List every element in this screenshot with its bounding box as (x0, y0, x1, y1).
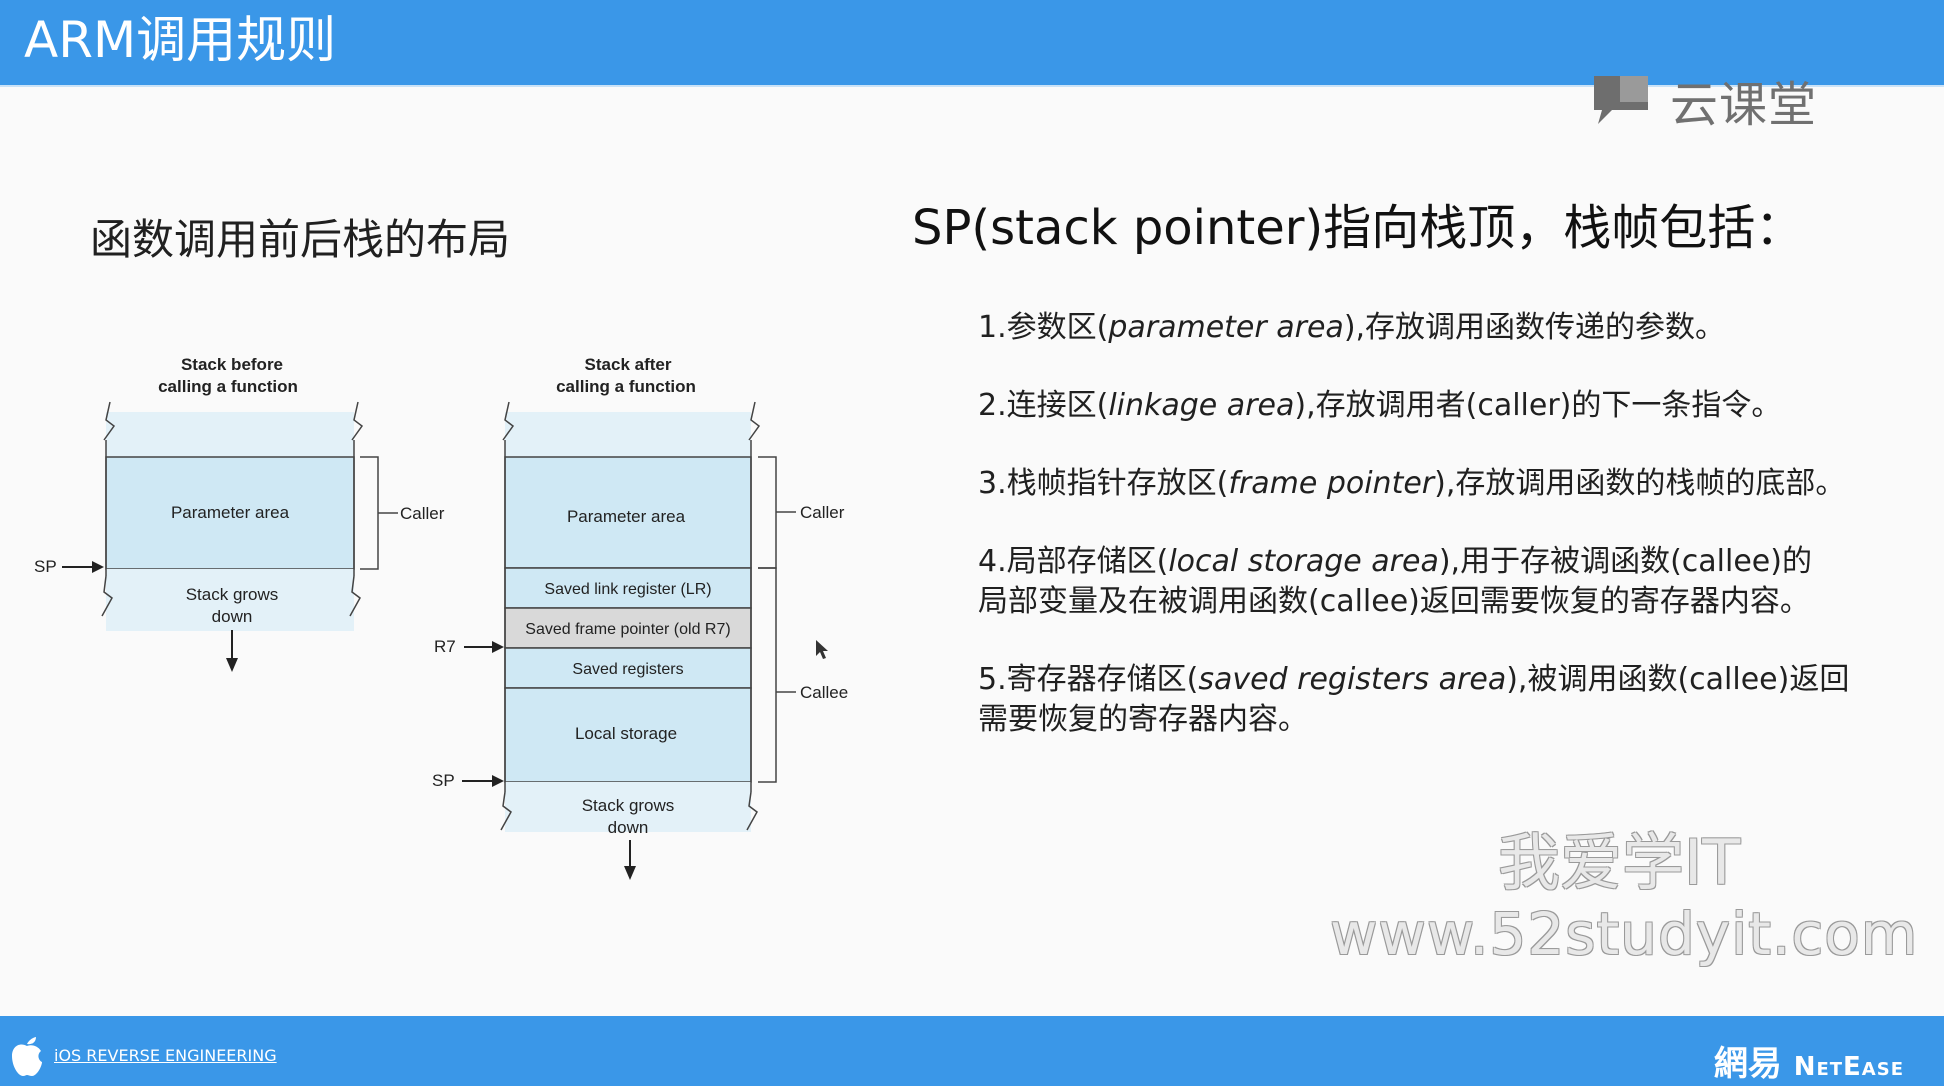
item-desc: ),被调用函数(callee)返回 (1506, 662, 1850, 697)
before-caller-bracket (360, 456, 379, 570)
item-prefix: 1.参数区( (978, 310, 1109, 345)
stack-frame-list: 1.参数区(parameter area),存放调用函数传递的参数。 2.连接区… (978, 308, 1898, 778)
mouse-cursor-icon (816, 640, 828, 659)
watermark-url: www.52studyit.com (1330, 900, 1919, 968)
watermark-text: 我爱学IT (1498, 826, 1741, 899)
after-r7-label: R7 (434, 637, 456, 656)
item-term: linkage area (1108, 388, 1295, 423)
after-lr-label: Saved link register (LR) (544, 581, 711, 598)
header-bar: ARM调用规则 (0, 0, 1944, 87)
chat-bubble-icon (1594, 76, 1648, 124)
item-term: frame pointer (1228, 466, 1435, 501)
before-down-arrowhead (226, 658, 238, 672)
after-grows-2: down (608, 818, 649, 837)
after-sp-arrowhead (492, 775, 504, 787)
after-caller-bracket (758, 456, 777, 569)
after-callee-label: Callee (800, 683, 848, 702)
footer-bar: iOS REVERSE ENGINEERING 網易 NetEase (0, 1016, 1944, 1086)
after-heading-1: Stack after (585, 355, 672, 374)
item-desc-line2: 需要恢复的寄存器内容。 (978, 702, 1308, 737)
before-stack-bottom (106, 569, 354, 631)
before-break-right-bottom (349, 575, 361, 617)
before-parameter-label: Parameter area (171, 503, 290, 522)
before-break-right-top (351, 401, 364, 441)
apple-logo-icon (12, 1037, 42, 1076)
after-sp-label: SP (432, 771, 455, 790)
after-break-left-bottom (500, 791, 512, 831)
page-title: ARM调用规则 (24, 11, 337, 69)
item-prefix: 2.连接区( (978, 388, 1109, 423)
before-sp-arrowhead (92, 561, 104, 573)
item-prefix: 5.寄存器存储区( (978, 662, 1199, 697)
after-caller-label: Caller (800, 503, 845, 522)
before-break-left-top (103, 401, 116, 441)
after-parameter-label: Parameter area (567, 507, 686, 526)
item-term: saved registers area (1198, 662, 1507, 697)
after-local-storage (504, 687, 752, 783)
after-heading-2: calling a function (556, 377, 696, 396)
list-item: 3.栈帧指针存放区(frame pointer),存放调用函数的栈帧的底部。 (978, 464, 1898, 504)
stack-frame-heading: SP(stack pointer)指向栈顶，栈帧包括： (912, 200, 1804, 256)
list-item: 1.参数区(parameter area),存放调用函数传递的参数。 (978, 308, 1898, 348)
after-down-arrowhead (624, 866, 636, 880)
footer-course-label: iOS REVERSE ENGINEERING (54, 1046, 277, 1065)
after-callee-bracket (758, 567, 777, 783)
after-grows-1: Stack grows (582, 796, 675, 815)
after-fp-label: Saved frame pointer (old R7) (525, 621, 730, 638)
item-desc-line2: 局部变量及在被调用函数(callee)返回需要恢复的寄存器内容。 (978, 584, 1810, 619)
after-stack-top (505, 412, 751, 457)
after-parameter-area (504, 456, 752, 569)
netease-cn: 網易 (1713, 1044, 1782, 1084)
stack-diagram: Stack before calling a function Paramete… (34, 355, 848, 880)
after-break-left-top (502, 401, 515, 441)
item-term: local storage area (1168, 544, 1439, 579)
list-item: 4.局部存储区(local storage area),用于存被调函数(call… (978, 542, 1898, 622)
after-stack-bottom (505, 782, 751, 832)
netease-en: NetEase (1793, 1052, 1904, 1082)
item-desc: ),用于存被调函数(callee)的 (1438, 544, 1812, 579)
before-caller-label: Caller (400, 504, 445, 523)
item-desc: ),存放调用函数传递的参数。 (1343, 310, 1726, 345)
before-stack-top (106, 412, 354, 457)
item-desc: ),存放调用者(caller)的下一条指令。 (1294, 388, 1782, 423)
diagram-title: 函数调用前后栈的布局 (90, 215, 511, 264)
before-heading-1: Stack before (181, 355, 283, 374)
before-sp-label: SP (34, 557, 57, 576)
after-r7-arrowhead (492, 641, 504, 653)
after-local-label: Local storage (575, 724, 677, 743)
item-desc: ),存放调用函数的栈帧的底部。 (1434, 466, 1846, 501)
item-term: parameter area (1108, 310, 1344, 345)
list-item: 2.连接区(linkage area),存放调用者(caller)的下一条指令。 (978, 386, 1898, 426)
before-break-left-bottom (101, 575, 113, 617)
brand-logo: 云课堂 (1590, 70, 1817, 133)
item-prefix: 4.局部存储区( (978, 544, 1169, 579)
brand-name: 云课堂 (1670, 77, 1818, 133)
after-break-right-bottom (746, 791, 758, 831)
before-parameter-area (105, 456, 355, 570)
after-saved-regs-label: Saved registers (572, 661, 683, 678)
before-heading-2: calling a function (158, 377, 298, 396)
item-prefix: 3.栈帧指针存放区( (978, 466, 1229, 501)
netease-logo: 網易 NetEase (1714, 1036, 1904, 1085)
after-break-right-top (748, 401, 761, 441)
before-grows-1: Stack grows (186, 585, 279, 604)
list-item: 5.寄存器存储区(saved registers area),被调用函数(cal… (978, 660, 1898, 740)
before-grows-2: down (212, 607, 253, 626)
